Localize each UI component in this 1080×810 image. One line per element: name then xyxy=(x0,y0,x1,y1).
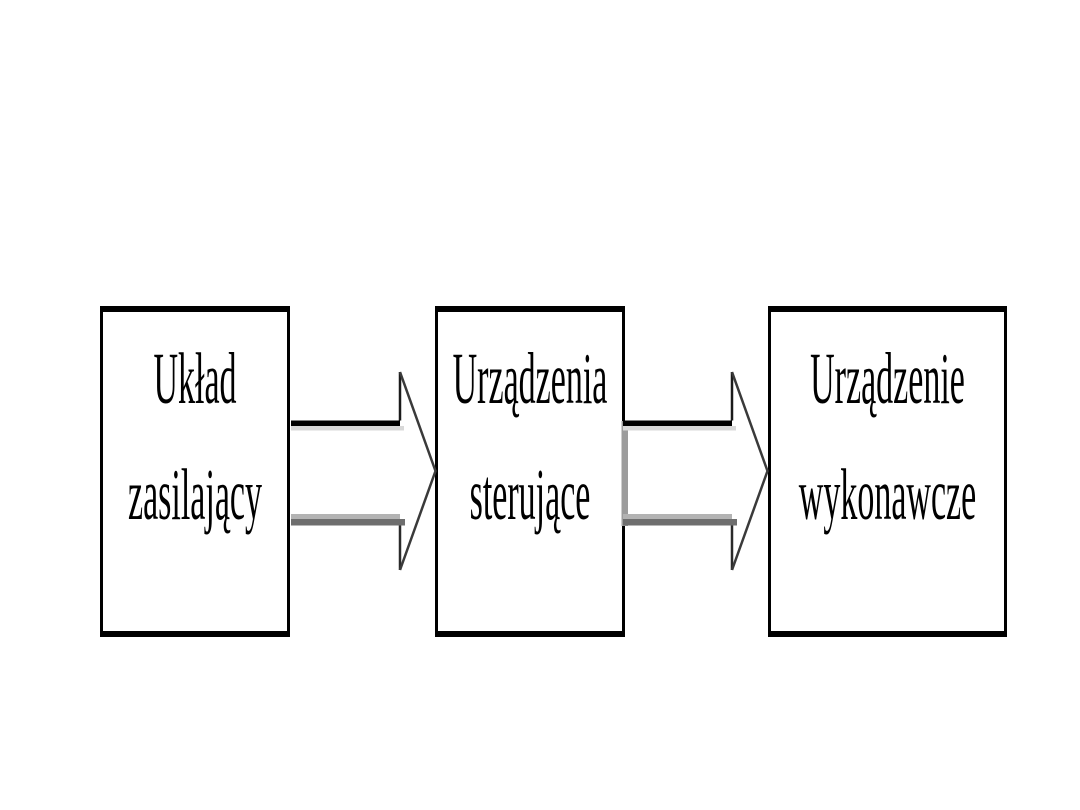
block-actuator-line2: wykonawcze xyxy=(799,455,976,536)
block-control-devices: Urządzenia sterujące xyxy=(435,306,625,637)
block-control-devices-label: Urządzenia sterujące xyxy=(453,339,608,536)
right-block-arrow-icon-1 xyxy=(291,371,437,571)
block-power-supply-line1: Układ xyxy=(153,339,236,420)
block-power-supply: Układ zasilający xyxy=(100,306,290,637)
block-actuator-label: Urządzenie wykonawcze xyxy=(799,339,976,536)
block-control-devices-line1: Urządzenia xyxy=(453,339,608,420)
block-control-devices-line2: sterujące xyxy=(470,455,591,536)
block-power-supply-label: Układ zasilający xyxy=(128,339,262,536)
block-actuator: Urządzenie wykonawcze xyxy=(768,306,1007,637)
block-actuator-line1: Urządzenie xyxy=(810,339,965,420)
block-power-supply-line2: zasilający xyxy=(128,455,262,536)
right-block-arrow-icon-2 xyxy=(621,371,769,571)
